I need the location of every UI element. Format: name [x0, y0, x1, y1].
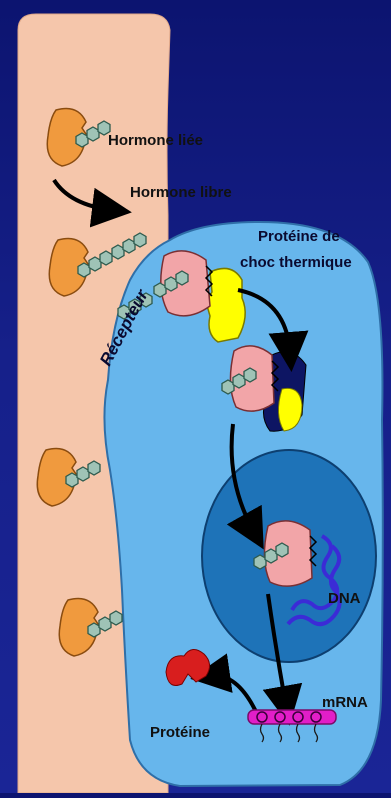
label-heat-shock-protein-line1: Protéine de: [258, 228, 340, 245]
label-dna: DNA: [328, 590, 361, 607]
label-hormone-liee: Hormone liée: [108, 132, 203, 149]
heat-shock-protein: [206, 268, 245, 342]
label-heat-shock-protein-line2: choc thermique: [240, 254, 352, 271]
label-mrna: mRNA: [322, 694, 368, 711]
label-proteine: Protéine: [150, 724, 210, 741]
label-hormone-libre: Hormone libre: [130, 184, 232, 201]
